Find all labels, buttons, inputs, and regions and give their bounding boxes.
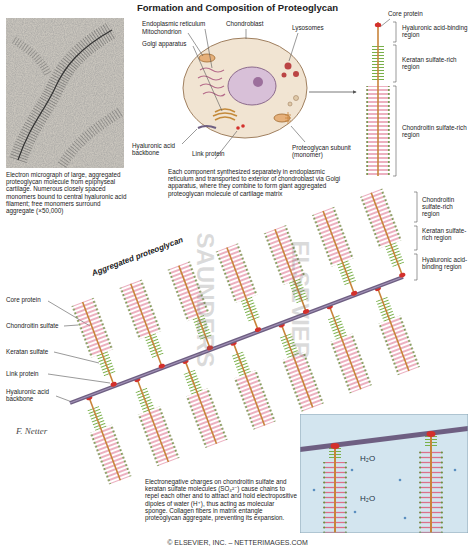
water-inset	[351, 469, 354, 472]
leader-lines	[182, 129, 197, 144]
aggregated-proteoglycan	[312, 207, 366, 300]
water-inset	[300, 414, 468, 533]
electron-micrograph	[6, 18, 124, 168]
single-monomer	[366, 22, 390, 176]
water-inset	[300, 414, 468, 533]
leader-lines	[291, 126, 305, 142]
chondroblast-cell	[183, 38, 356, 138]
label-text: Chondroitin sulfate-rich region	[422, 196, 472, 218]
water-label: H₂O	[360, 454, 375, 463]
label-text: Hyaluronic acid-binding region	[422, 256, 472, 270]
water-inset	[331, 443, 340, 449]
chondroblast-cell	[198, 68, 225, 96]
region-brackets	[393, 22, 396, 176]
label-text: Hyaluronic acid-binding region	[402, 24, 472, 38]
chondroblast-cell	[199, 54, 215, 62]
leader-lines	[289, 33, 298, 61]
leader-lines	[48, 374, 110, 383]
region-brackets	[414, 192, 417, 280]
aggregated-proteoglycan	[77, 392, 131, 485]
label-text: Link protein	[192, 150, 225, 157]
label-text: Chondroitin sulfate	[6, 322, 64, 329]
electron-micrograph	[14, 40, 48, 74]
single-monomer	[375, 23, 381, 27]
section-heading: Aggregated proteoglycan	[90, 236, 184, 279]
chondroblast-cell	[241, 124, 245, 128]
water-inset	[427, 431, 436, 437]
label-text: Chondroitin sulfate-rich region	[402, 124, 472, 138]
label-text: Core protein	[6, 296, 64, 303]
chondroblast-cell	[253, 77, 263, 87]
label-text: Core protein	[388, 10, 423, 17]
electron-micrograph	[6, 18, 124, 168]
chondroblast-cell	[288, 102, 292, 106]
leader-lines	[205, 29, 212, 68]
water-inset	[335, 432, 431, 533]
chondroblast-cell	[228, 67, 276, 105]
aggregated-proteoglycan	[173, 355, 227, 448]
watermark: ELSEVIER	[286, 241, 314, 360]
leader-lines	[380, 19, 390, 27]
aggregated-proteoglycan	[125, 373, 179, 466]
water-inset	[300, 428, 468, 450]
label-text: Hyaluronic acid backbone	[132, 142, 184, 156]
aggregated-proteoglycan	[119, 280, 173, 373]
micrograph-caption: Electron micrograph of large, aggregated…	[6, 171, 128, 214]
chondroblast-cell	[294, 96, 299, 101]
caption-note: Electronegative charges on chondroitin s…	[145, 478, 298, 521]
label-text: Keratan sulfate-rich region	[402, 56, 472, 70]
label-text: Endoplasmic reticulum	[142, 20, 205, 27]
chondroblast-cell	[198, 126, 216, 128]
chondroblast-cell	[285, 63, 292, 70]
chondroblast-cell	[183, 38, 307, 138]
leader-lines	[64, 325, 78, 326]
water-inset	[399, 479, 402, 482]
chondroblast-cell	[213, 109, 237, 120]
water-inset	[404, 517, 407, 520]
chondroblast-cell	[309, 92, 356, 93]
aggregated-proteoglycan	[318, 301, 372, 394]
aggregated-proteoglycan	[222, 337, 276, 430]
label-text: Link protein	[6, 370, 64, 377]
label-text: Lysosomes	[292, 24, 324, 31]
electron-micrograph	[62, 112, 120, 165]
electron-micrograph	[6, 18, 124, 168]
process-note: Each component synthesized separately in…	[168, 168, 352, 197]
leader-lines	[193, 46, 222, 111]
label-text: Keratan sulfate	[6, 348, 64, 355]
label-text: Mitochondrion	[142, 28, 182, 35]
water-inset	[454, 469, 457, 472]
label-text: Chondroblast	[226, 20, 263, 27]
copyright-line: © ELSEVIER, INC. – NETTERIMAGES.COM	[0, 539, 475, 547]
chondroblast-cell	[293, 71, 299, 77]
label-text: Golgi apparatus	[142, 40, 186, 47]
water-inset	[313, 489, 316, 492]
aggregated-proteoglycan	[366, 282, 420, 375]
water-label: H₂O	[360, 494, 375, 503]
label-text: Hyaluronic acid backbone	[6, 388, 64, 402]
leader-lines	[246, 29, 247, 39]
label-text: Keratan sulfate-rich region	[422, 227, 472, 241]
chondroblast-cell	[285, 112, 291, 124]
aggregated-proteoglycan	[216, 243, 270, 336]
aggregated-proteoglycan	[360, 189, 414, 282]
signature: F. Netter	[16, 426, 47, 436]
inset-panel: H₂O H₂O	[300, 414, 468, 533]
label-text: Proteoglycan subunit (monomer)	[292, 144, 358, 158]
single-monomer	[377, 22, 379, 176]
water-inset	[354, 511, 357, 514]
watermark: SAUNDERS	[191, 233, 219, 368]
aggregated-proteoglycan	[71, 298, 125, 391]
chondroblast-cell	[282, 73, 287, 78]
chondroblast-cell	[236, 126, 240, 130]
leader-lines	[188, 33, 203, 56]
